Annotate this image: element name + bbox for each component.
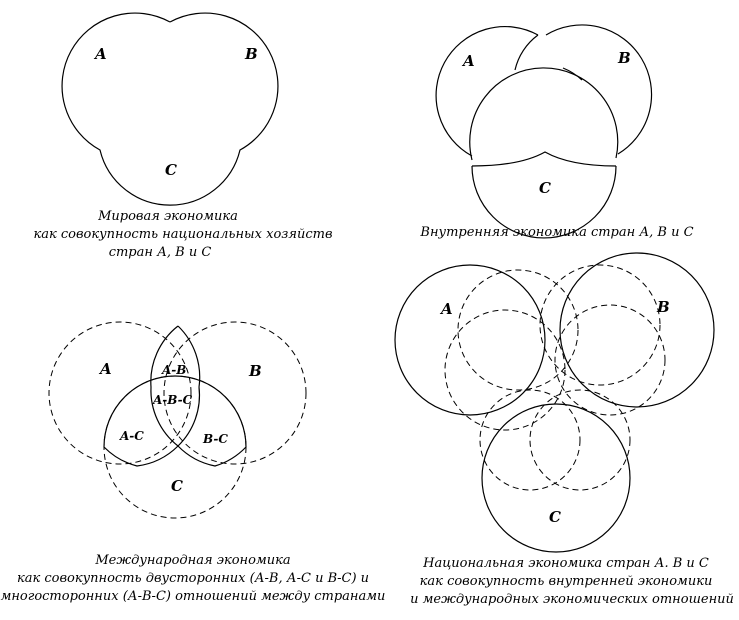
world-caption-line-2: как совокупность национальных хозяйств — [33, 227, 332, 242]
internal-circle-c — [471, 165, 617, 239]
national-circle-c-inner-ac — [479, 389, 581, 491]
internal-economy-panel: A B C Внутренняя экономика стран А, В и … — [419, 24, 694, 240]
world-label-c: C — [165, 161, 177, 179]
international-label-a: A — [98, 360, 112, 378]
national-circle-a-inner-ac — [444, 309, 566, 431]
national-circle-c-inner-bc — [529, 389, 631, 491]
internal-label-b: B — [617, 49, 631, 67]
national-caption-line-1: Национальная экономика стран А. В и С — [422, 556, 709, 571]
world-label-a: A — [93, 45, 107, 63]
international-label-abc: A-B-C — [152, 393, 193, 407]
international-caption-line-2: как совокупность двусторонних (А-В, А-С … — [17, 571, 369, 586]
world-caption-line-1: Мировая экономика — [97, 209, 238, 224]
international-label-bc: B-C — [202, 432, 228, 446]
international-region-ac-bc — [103, 375, 247, 467]
national-caption-line-3: и международных экономических отношений — [410, 592, 734, 607]
world-economy-outline — [61, 12, 279, 206]
internal-circle-b-inner — [562, 67, 583, 81]
international-label-ac: A-C — [119, 429, 144, 443]
internal-circle-b — [545, 24, 653, 155]
world-label-b: B — [244, 45, 258, 63]
international-label-b: B — [248, 362, 262, 380]
international-economy-panel: A B C A-B A-B-C A-C B-C Международная эк… — [1, 321, 386, 604]
national-label-a: A — [439, 300, 453, 318]
national-circle-b-inner-ab — [539, 264, 661, 386]
national-circle-a — [394, 264, 546, 416]
internal-circle-c-top — [469, 67, 619, 161]
national-economy-panel: A B C Национальная экономика стран А. В … — [394, 252, 734, 607]
internal-circle-a-inner — [514, 34, 539, 71]
internal-circle-c-notch — [471, 151, 617, 167]
internal-label-a: A — [461, 52, 475, 70]
internal-circle-a — [435, 25, 539, 157]
international-caption-line-3: многосторонних (А-В-С) отношений между с… — [1, 589, 386, 604]
international-circle-b-dashed — [163, 321, 307, 465]
world-caption-line-3: стран А, В и С — [109, 245, 212, 260]
national-circle-a-inner-ab — [457, 269, 579, 391]
international-label-ab: A-B — [161, 363, 186, 377]
internal-label-c: C — [539, 179, 551, 197]
national-circle-b — [559, 252, 715, 408]
national-circle-c — [481, 403, 631, 553]
national-label-b: B — [656, 298, 670, 316]
international-caption-line-1: Международная экономика — [94, 553, 290, 568]
internal-caption: Внутренняя экономика стран А, В и С — [419, 225, 693, 240]
international-circle-a-dashed — [48, 321, 192, 465]
national-caption-line-2: как совокупность внутренней экономики — [420, 574, 713, 589]
international-region-abc — [150, 386, 201, 447]
national-circle-b-inner-bc — [554, 304, 666, 416]
national-label-c: C — [549, 508, 561, 526]
international-label-c: C — [171, 477, 183, 495]
world-economy-panel: A B C Мировая экономика как совокупность… — [33, 12, 333, 260]
